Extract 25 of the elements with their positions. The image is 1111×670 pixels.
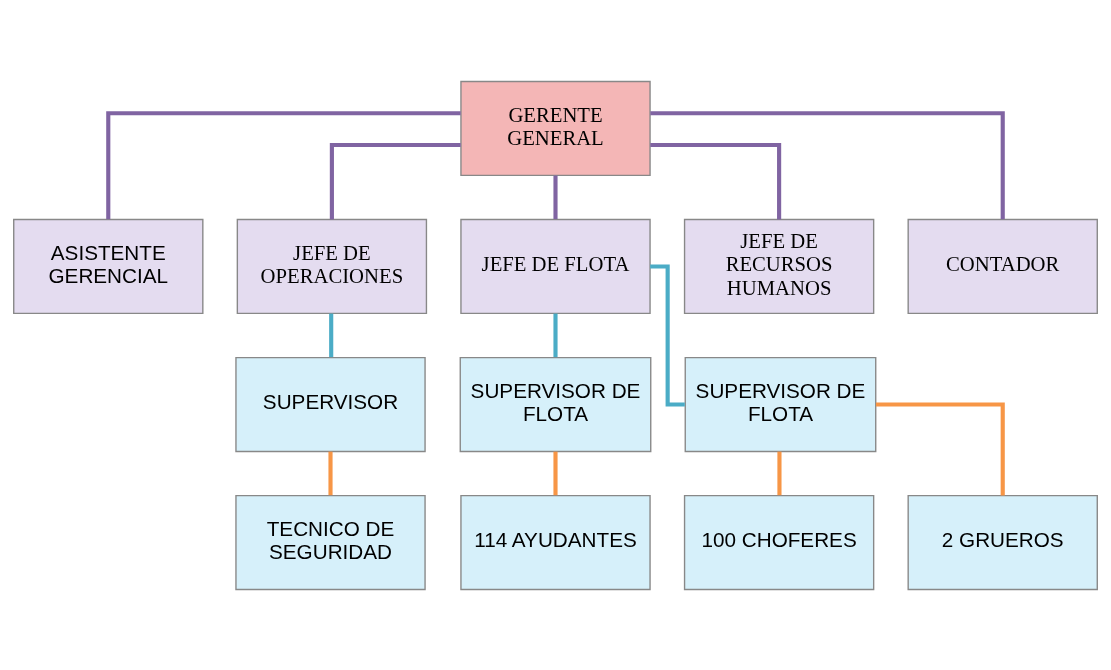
connector: [876, 401, 1005, 495]
node-box: SUPERVISOR DE FLOTA: [684, 356, 877, 452]
connector: [650, 142, 782, 220]
connector: [106, 110, 461, 219]
connector: [329, 313, 334, 357]
connector: [650, 110, 1005, 219]
node-box: CONTADOR: [907, 218, 1098, 314]
connector: [328, 451, 333, 495]
connector: [553, 313, 558, 357]
node-box: 100 CHOFERES: [683, 494, 875, 590]
connector: [650, 263, 685, 407]
connector: [329, 142, 461, 220]
connector: [777, 451, 782, 495]
node-box: SUPERVISOR: [235, 356, 426, 452]
node-box: GERENTE GENERAL: [460, 80, 651, 176]
node-box: JEFE DE OPERACIONES: [236, 218, 428, 314]
node-box: JEFE DE FLOTA: [460, 218, 651, 314]
connector: [553, 451, 558, 495]
node-box: JEFE DE RECURSOS HUMANOS: [683, 218, 875, 314]
node-box: 114 AYUDANTES: [460, 494, 651, 590]
node-box: 2 GRUEROS: [907, 494, 1098, 590]
connector: [553, 175, 558, 219]
node-box: ASISTENTE GERENCIAL: [13, 218, 204, 314]
node-box: SUPERVISOR DE FLOTA: [459, 356, 652, 452]
node-box: TECNICO DE SEGURIDAD: [235, 494, 426, 590]
